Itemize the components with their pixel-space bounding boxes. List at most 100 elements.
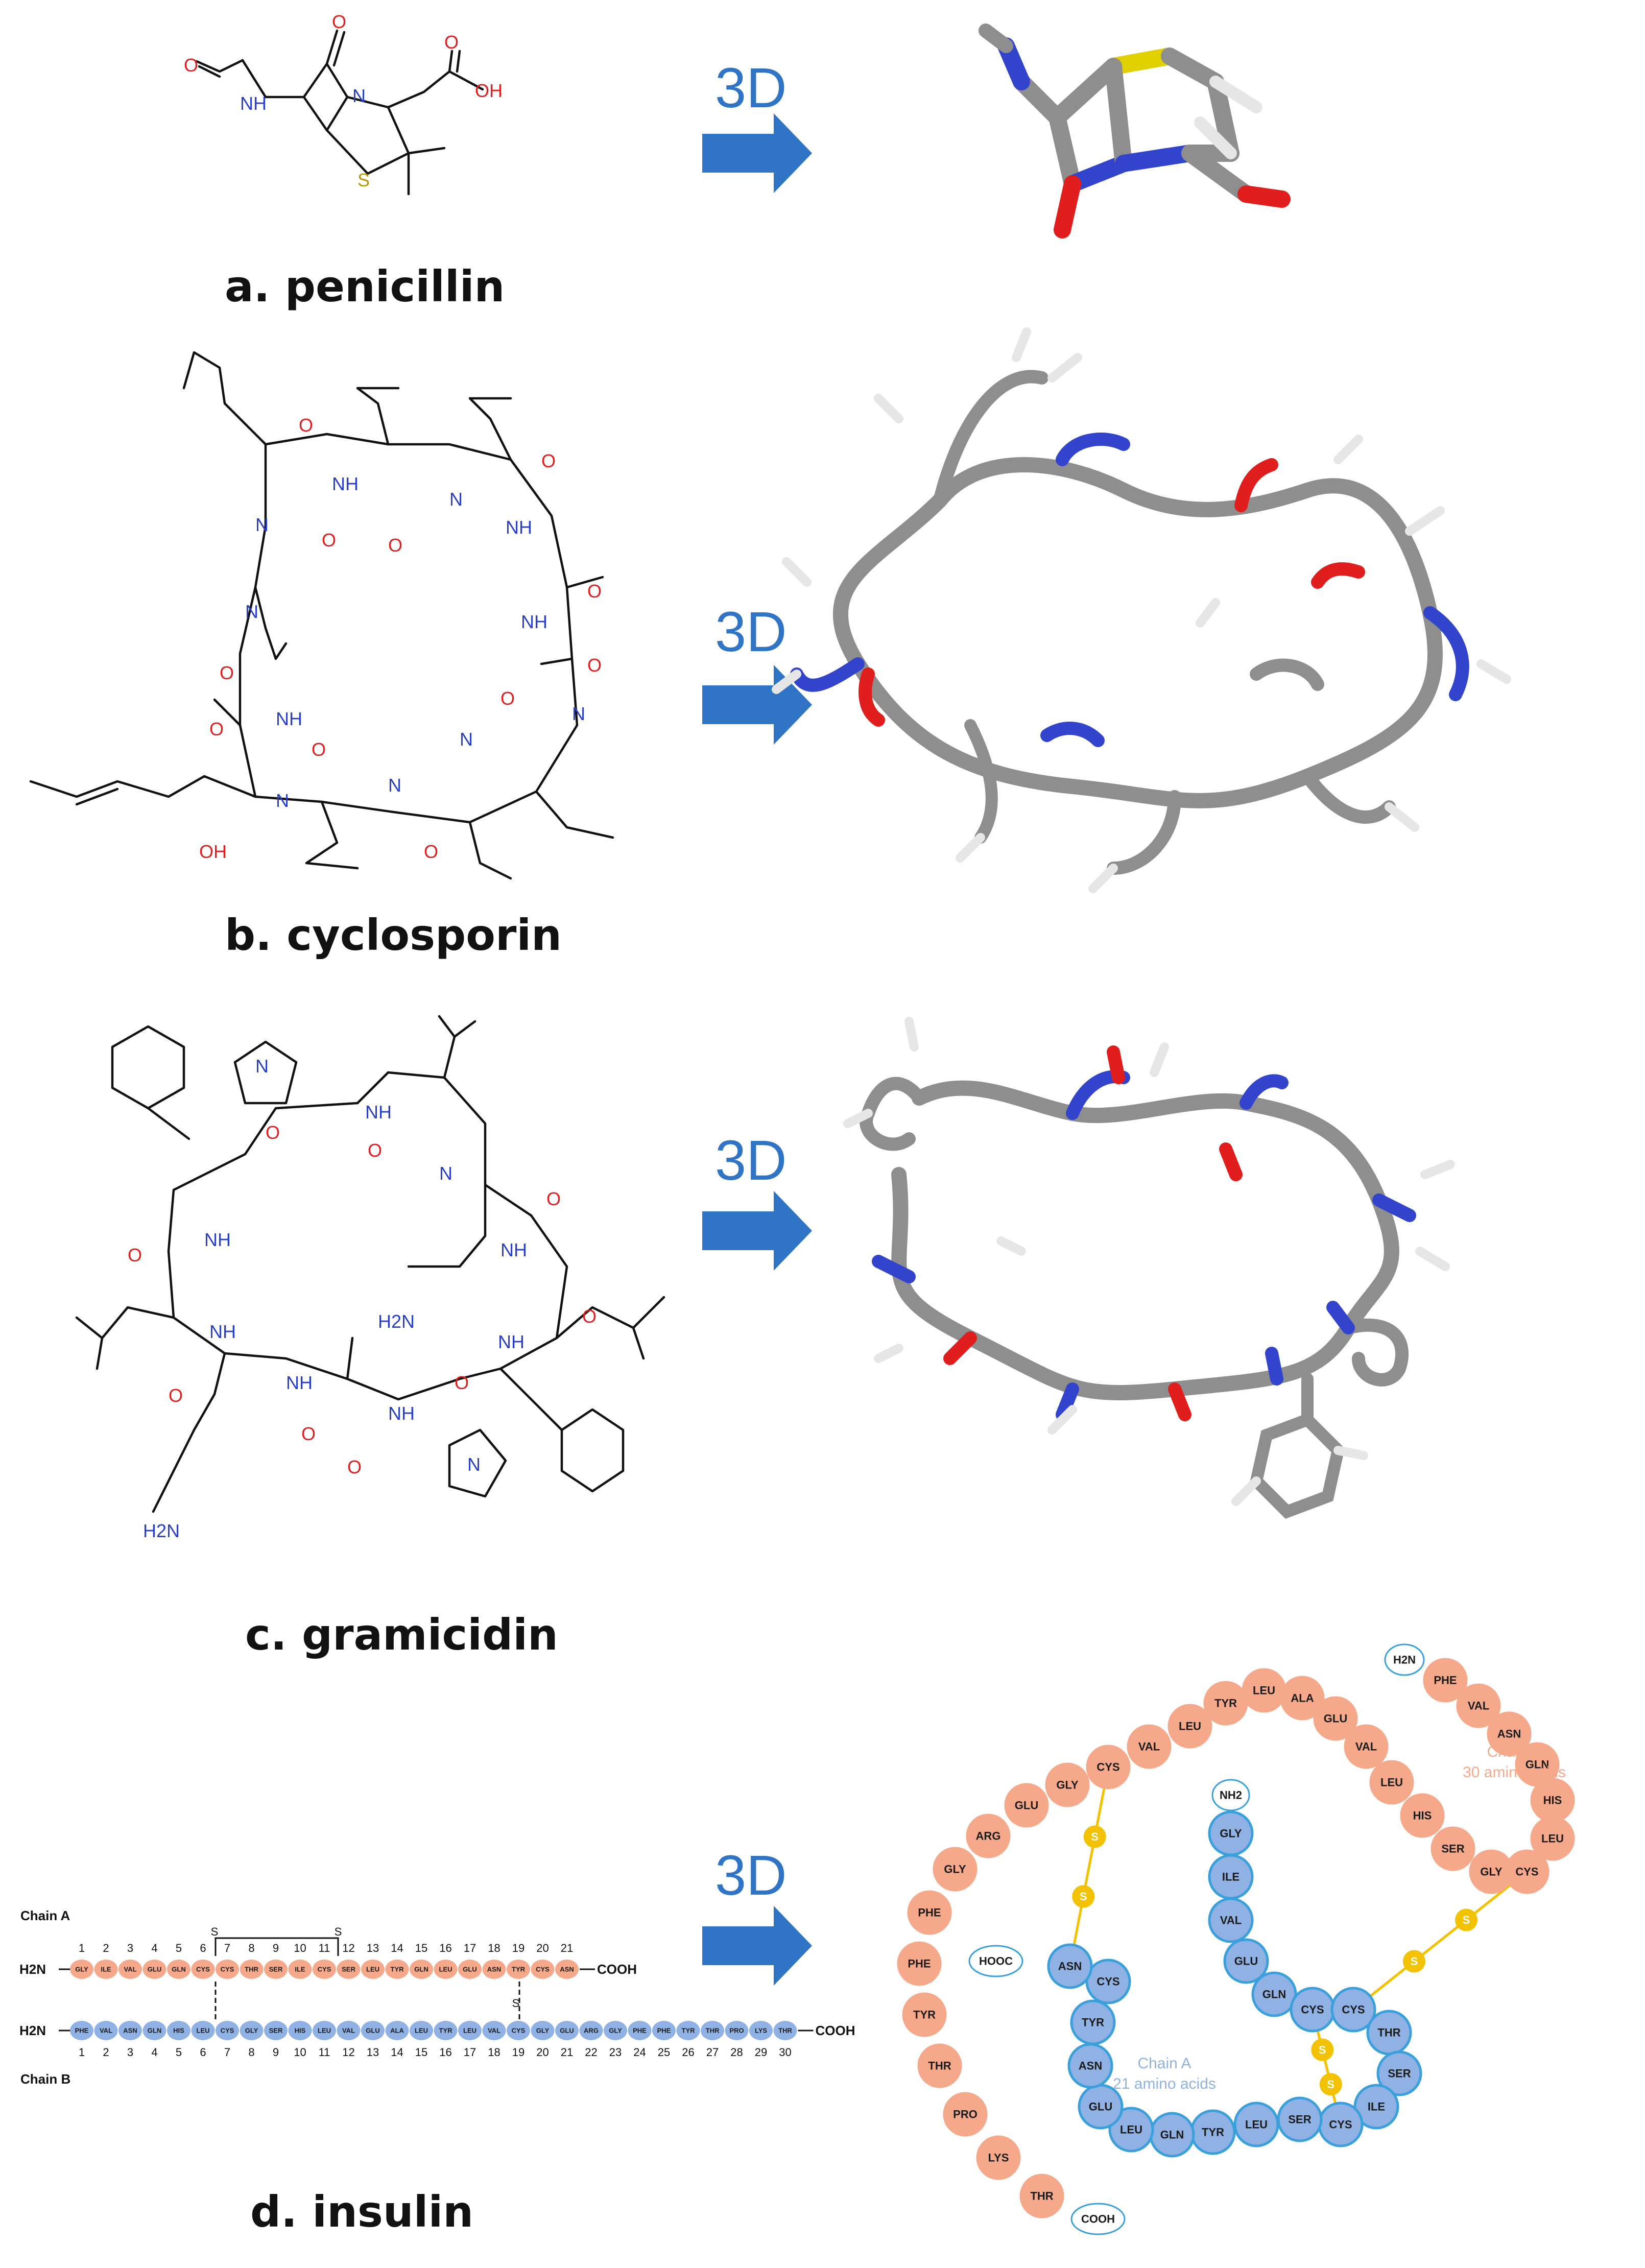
chain-b-residue-label: GLY — [245, 2027, 258, 2035]
chain-a-label-2d: Chain A — [20, 1908, 70, 1923]
chain-a-3d-residue — [1047, 1943, 1093, 1989]
chain-b-residue-label: CYS — [512, 2027, 526, 2035]
chain-a-residue-index: 18 — [488, 1942, 500, 1954]
chain-a-residue-label: GLN — [414, 1966, 428, 1973]
cyclosporin-n-1: N — [449, 489, 463, 510]
chain-b-c-terminus: COOH — [816, 2023, 855, 2038]
panel-a-penicillin: O NH O N O OH S a. penicillin 3D — [184, 11, 1291, 312]
chain-b-residue-label: VAL — [100, 2027, 112, 2035]
chain-b-residue-label: GLY — [536, 2027, 550, 2035]
chain-a-residue-12 — [337, 1960, 361, 1979]
chain-a-residue-index: 6 — [200, 1942, 206, 1954]
chain-a-residue-label: GLY — [75, 1966, 88, 1973]
chain-b-residue-label: LEU — [197, 2027, 210, 2035]
chain-a-3d-residue-label: CYS — [1342, 2003, 1365, 2016]
chain-a-3d-residue-label: GLN — [1262, 1988, 1286, 2001]
chain-b-residue-index: 25 — [658, 2046, 670, 2059]
chain-b-3d-residue — [1344, 1724, 1389, 1769]
gramicidin-nh-2: NH — [388, 1403, 415, 1424]
chain-b-3d-residue-label: LEU — [1253, 1684, 1275, 1697]
cyclosporin-o-10: O — [220, 662, 234, 683]
chain-a-residue-index: 19 — [512, 1942, 525, 1954]
chain-b-residue-index: 1 — [79, 2046, 85, 2059]
chain-a-residue-index: 9 — [273, 1942, 279, 1954]
chain-a-n-terminus: H2N — [19, 1962, 46, 1977]
chain-a-residue-label: TYR — [391, 1966, 404, 1973]
gramicidin-o-1: O — [368, 1140, 382, 1161]
chain-b-residue-label: ARG — [584, 2027, 599, 2035]
chain-b-residue-14 — [385, 2021, 409, 2040]
chain-a-3d-residue-label: ILE — [1222, 1871, 1239, 1883]
chain-a-residue-label: TYR — [512, 1966, 526, 1973]
cyclosporin-o-4: O — [587, 581, 602, 602]
chain-b-residue-index: 29 — [755, 2046, 767, 2059]
gramicidin-o-2: O — [546, 1188, 561, 1209]
chain-b-residue-index: 14 — [391, 2046, 403, 2059]
chain-a-residue-index: 17 — [464, 1942, 476, 1954]
chain-b-residue-label: THR — [778, 2027, 792, 2035]
chain-b-residue-label: PHE — [657, 2027, 671, 2035]
chain-b-residue-label: PRO — [729, 2027, 744, 2035]
chain-b-3d-residue — [902, 1992, 947, 2037]
chain-b-residue-index: 13 — [367, 2046, 379, 2059]
chain-b-residue-23 — [604, 2021, 627, 2040]
chain-a-residue-14 — [385, 1960, 409, 1979]
chain-b-3d-residue-label: CYS — [1515, 1866, 1538, 1878]
chain-a-3d-residue-label: ASN — [1058, 1960, 1082, 1973]
chain-b-residue-label: GLY — [609, 2027, 622, 2035]
chain-b-3d-residue — [1203, 1681, 1248, 1726]
chain-a-residue-10 — [288, 1960, 312, 1979]
chain-b-residue-28 — [725, 2021, 749, 2040]
arrow-3d-c: 3D — [702, 1129, 812, 1271]
chain-a-residue-index: 13 — [367, 1942, 379, 1954]
chain-b-3d-residue-label: PHE — [918, 1906, 941, 1919]
gramicidin-nh-1: NH — [365, 1102, 392, 1123]
chain-a-3d-residue-label: CYS — [1096, 1975, 1119, 1988]
chain-b-3d-residue-label: TYR — [913, 2009, 936, 2021]
chain-a-residue-13 — [361, 1960, 385, 1979]
cyclosporin-hn-1: NH — [506, 517, 532, 538]
chain-b-residue-label: ALA — [390, 2027, 404, 2035]
chain-b-3d-residue-label: THR — [1030, 2190, 1053, 2203]
chain-a-3d-residue-label: CYS — [1329, 2118, 1352, 2131]
chain-b-3d-residue — [976, 2135, 1021, 2180]
chain-a-residue-7 — [216, 1960, 239, 1979]
chain-a-residue-9 — [264, 1960, 288, 1979]
chain-b-3d-residue — [1045, 1762, 1090, 1807]
sulfur-atom-label: S — [1091, 1830, 1099, 1843]
chain-a-residue-index: 15 — [415, 1942, 427, 1954]
hooc-badge: HOOC — [979, 1955, 1013, 1968]
chain-b-residue-index: 6 — [200, 2046, 206, 2059]
chain-b-residue-30 — [773, 2021, 797, 2040]
penicillin-2d-structure: O NH O N O OH S — [184, 11, 503, 196]
sulfur-atom — [1455, 1908, 1477, 1931]
chain-b-residue-index: 16 — [439, 2046, 451, 2059]
chain-b-residue-2 — [94, 2021, 118, 2040]
chain-b-residue-label: LEU — [415, 2027, 428, 2035]
chain-b-3d-residue — [1004, 1783, 1049, 1828]
chain-a-residue-label: SER — [269, 1966, 283, 1973]
chain-b-residue-label: VAL — [342, 2027, 355, 2035]
cyclosporin-hn-2: NH — [521, 611, 547, 632]
chain-b-residue-label: GLU — [366, 2027, 379, 2035]
gramicidin-nh-3: NH — [209, 1321, 236, 1342]
chain-b-n-terminus: H2N — [19, 2023, 46, 2038]
cyclosporin-o-5: O — [587, 655, 602, 676]
gramicidin-o-6: O — [301, 1423, 316, 1444]
chain-b-3d-residue-label: TYR — [1214, 1697, 1237, 1710]
chain-b-residue-13 — [361, 2021, 385, 2040]
chain-b-3d-residue-label: VAL — [1138, 1740, 1160, 1753]
chain-b-residue-label: HIS — [295, 2027, 306, 2035]
cyclosporin-o-6: O — [500, 688, 515, 709]
arrow-3d-label-a: 3D — [715, 57, 787, 120]
chain-a-residue-5 — [167, 1960, 190, 1979]
chain-b-3d-residue-label: CYS — [1096, 1761, 1119, 1774]
chain-a-3d-residue-label: VAL — [1220, 1914, 1242, 1927]
chain-a-3d-residue — [1070, 1999, 1116, 2045]
chain-b-residue-label: GLN — [148, 2027, 161, 2035]
chain-b-label-2d: Chain B — [20, 2071, 70, 2087]
chain-b-3d-residue — [1127, 1724, 1172, 1769]
chain-a-3d-residue-label: THR — [1377, 2026, 1400, 2039]
caption-gramicidin: c. gramicidin — [245, 1610, 558, 1660]
chain-b-residue-4 — [142, 2021, 166, 2040]
